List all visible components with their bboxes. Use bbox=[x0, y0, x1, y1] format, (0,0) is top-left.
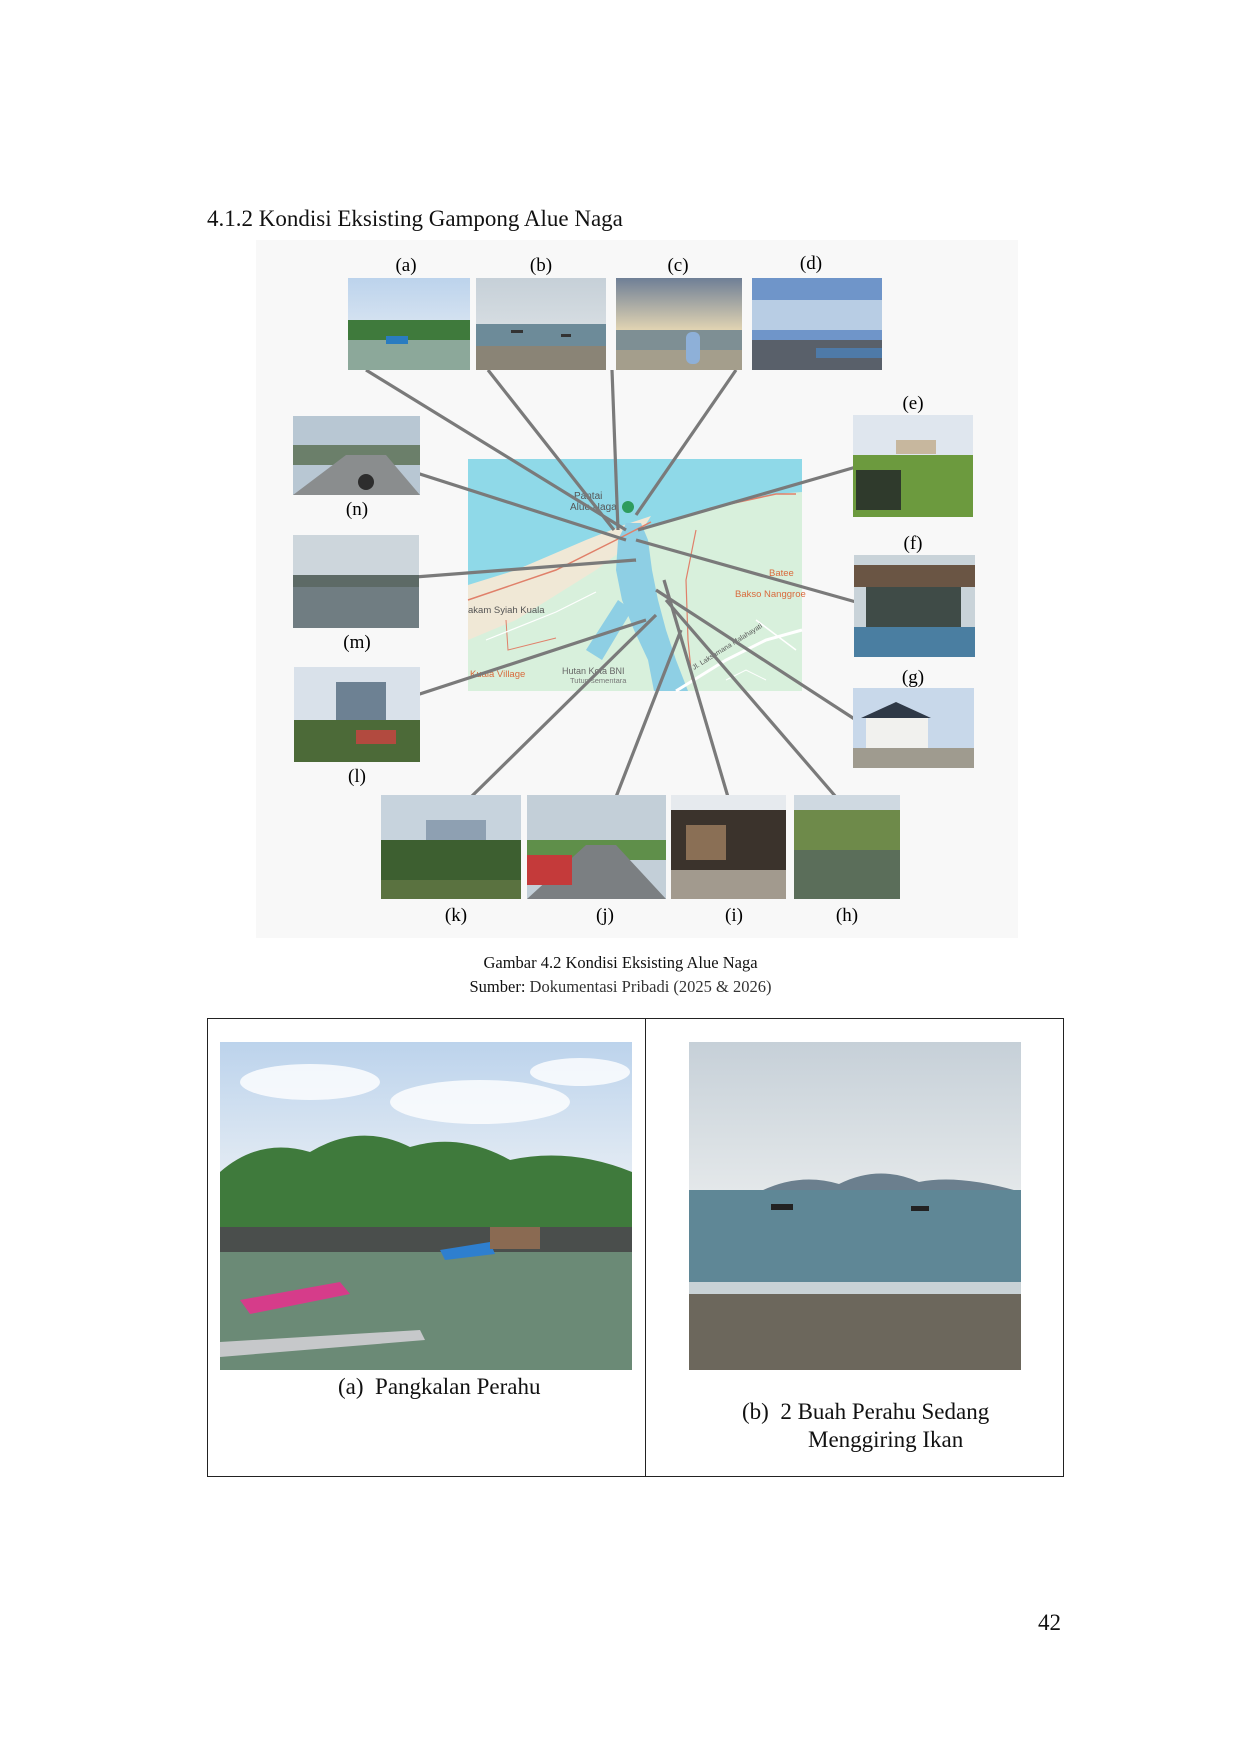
label-i: (i) bbox=[725, 905, 743, 926]
figure-caption: Gambar 4.2 Kondisi Eksisting Alue Naga bbox=[483, 953, 758, 972]
site-conditions-figure: Pantai Alue Naga Batee Bakso Nanggroe ak… bbox=[256, 240, 1018, 938]
figure-source: Sumber: Dokumentasi Pribadi (2025 & 2026… bbox=[0, 977, 1241, 997]
label-m: (m) bbox=[343, 632, 370, 653]
photo-g bbox=[853, 688, 974, 768]
label-d: (d) bbox=[800, 253, 822, 274]
map-label-hutan-kota: Hutan Kota BNI bbox=[562, 666, 625, 676]
photo-l bbox=[294, 667, 420, 762]
caption-a-text: Pangkalan Perahu bbox=[375, 1374, 541, 1399]
map-label-hutan-kota-status: Tutup sementara bbox=[570, 676, 627, 685]
label-n: (n) bbox=[346, 499, 368, 520]
caption-a-marker: (a) bbox=[338, 1374, 364, 1399]
caption-b: (b) 2 Buah Perahu Sedang bbox=[742, 1397, 989, 1426]
label-c: (c) bbox=[667, 255, 688, 276]
map-label-bakso: Bakso Nanggroe bbox=[735, 589, 806, 600]
page-number: 42 bbox=[1038, 1610, 1061, 1635]
label-a: (a) bbox=[395, 255, 416, 276]
label-l: (l) bbox=[348, 766, 366, 787]
caption-a: (a) Pangkalan Perahu bbox=[338, 1372, 540, 1401]
photo-perahu-menggiring-ikan bbox=[689, 1042, 1021, 1370]
label-e: (e) bbox=[902, 393, 923, 414]
caption-b-line2: Menggiring Ikan bbox=[808, 1427, 964, 1452]
source-text: Dokumentasi Pribadi (2025 & 2026) bbox=[529, 977, 772, 996]
photo-e bbox=[853, 415, 973, 517]
label-f: (f) bbox=[904, 533, 923, 554]
label-h: (h) bbox=[836, 905, 858, 926]
source-label: Sumber: bbox=[469, 977, 526, 996]
section-heading: 4.1.2 Kondisi Eksisting Gampong Alue Nag… bbox=[207, 206, 623, 231]
label-b: (b) bbox=[530, 255, 552, 276]
label-j: (j) bbox=[596, 905, 614, 926]
photo-n bbox=[293, 416, 420, 495]
photo-pangkalan-perahu bbox=[220, 1042, 632, 1370]
photo-c bbox=[616, 278, 742, 370]
caption-b-line1: 2 Buah Perahu Sedang bbox=[780, 1399, 990, 1424]
photo-table bbox=[207, 1018, 1064, 1477]
photo-j bbox=[527, 795, 666, 899]
photo-k bbox=[381, 795, 521, 899]
photo-d bbox=[752, 278, 882, 370]
photo-a bbox=[348, 278, 470, 370]
photo-i bbox=[671, 795, 786, 899]
label-g: (g) bbox=[902, 667, 924, 688]
photo-b bbox=[476, 278, 606, 370]
label-k: (k) bbox=[445, 905, 467, 926]
connector-lines bbox=[365, 368, 857, 799]
caption-b-marker: (b) bbox=[742, 1399, 769, 1424]
map-label-kuala-village: Kuala Village bbox=[470, 669, 525, 680]
table-divider bbox=[645, 1018, 647, 1477]
map-label-alue-naga: Alue Naga bbox=[570, 502, 617, 513]
photo-f bbox=[854, 555, 975, 657]
photo-m bbox=[293, 535, 419, 628]
map-label-syiah-kuala: akam Syiah Kuala bbox=[468, 605, 545, 616]
map-label-batee: Batee bbox=[769, 568, 794, 579]
photo-h bbox=[794, 795, 900, 899]
